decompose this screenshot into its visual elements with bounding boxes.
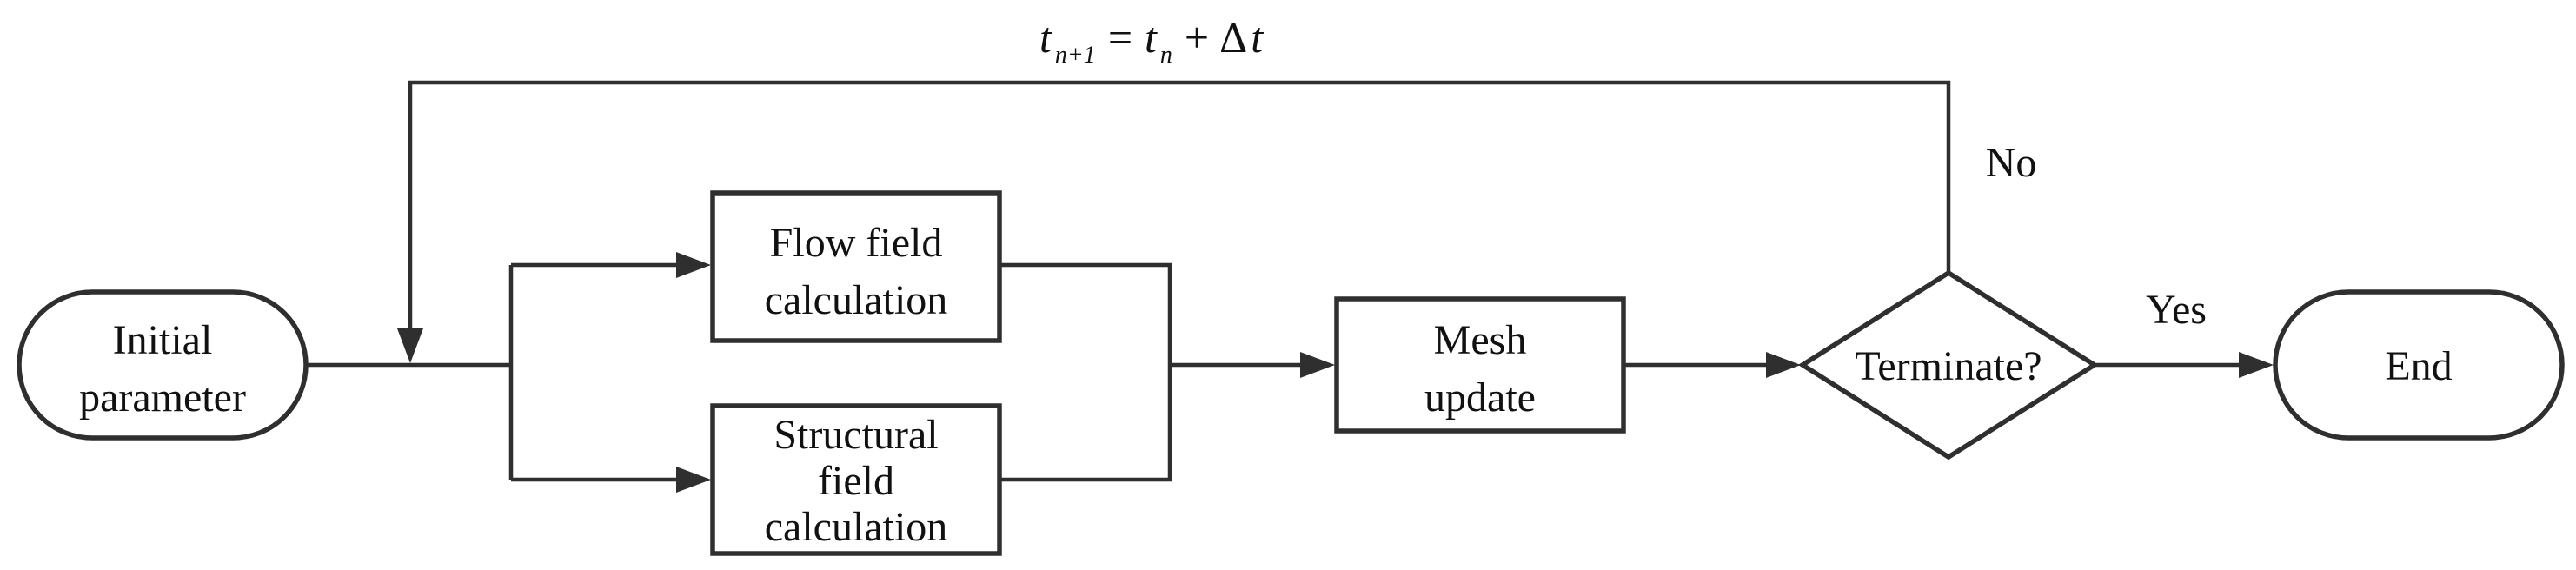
arrowhead-to-structural [676,467,711,493]
node-start-line-2: parameter [79,374,246,421]
formula-rhs-var: t [1145,13,1158,62]
formula-delta: Δ [1219,13,1247,62]
node-end: End [2273,289,2565,441]
arrowhead-to-decision [1766,352,1801,378]
node-decision: Terminate? [1797,269,2100,461]
connectors [306,80,2274,493]
arrowhead-loop-back [397,328,423,363]
arrowhead-to-mesh [1300,352,1335,378]
terminal-shape-end [2273,289,2565,441]
node-mesh-line-1: Mesh [1434,317,1527,363]
edge-structural-to-merge [999,365,1172,482]
formula-lhs-sub: n+1 [1055,42,1096,69]
node-structural-line-1: Structural [773,412,938,458]
node-flow-line-1: Flow field [770,220,943,266]
edge-label-yes: Yes [2146,287,2207,333]
node-start: Initial parameter [17,289,309,441]
formula-lhs-var: t [1039,13,1052,62]
terminal-shape-start [17,289,309,441]
node-mesh-update: Mesh update [1334,296,1626,434]
edge-flow-to-merge [999,262,1172,365]
formula-equals: = [1108,13,1132,62]
node-end-label: End [2385,343,2452,389]
edge-label-no: No [1986,140,2037,186]
arrowhead-to-end [2239,352,2274,378]
edge-loop-back [408,80,1951,330]
arrowhead-to-flow [676,252,711,278]
formula-plus: + [1185,13,1209,62]
node-start-line-1: Initial [113,317,213,363]
node-structural-line-3: calculation [765,504,948,550]
node-flow-field: Flow field calculation [710,190,1002,343]
node-flow-line-2: calculation [765,277,948,323]
loop-formula: t n+1 = t n + Δ t [1039,13,1264,69]
node-structural-field: Structural field calculation [710,403,1002,556]
formula-rhs-sub: n [1160,42,1172,69]
process-box-flow [710,190,1002,343]
process-box-mesh [1334,296,1626,434]
node-structural-line-2: field [818,458,894,504]
node-decision-label: Terminate? [1855,343,2042,389]
decision-diamond [1797,269,2100,461]
process-box-structural [710,403,1002,556]
node-mesh-line-2: update [1424,374,1536,421]
formula-delta-var: t [1251,13,1264,62]
